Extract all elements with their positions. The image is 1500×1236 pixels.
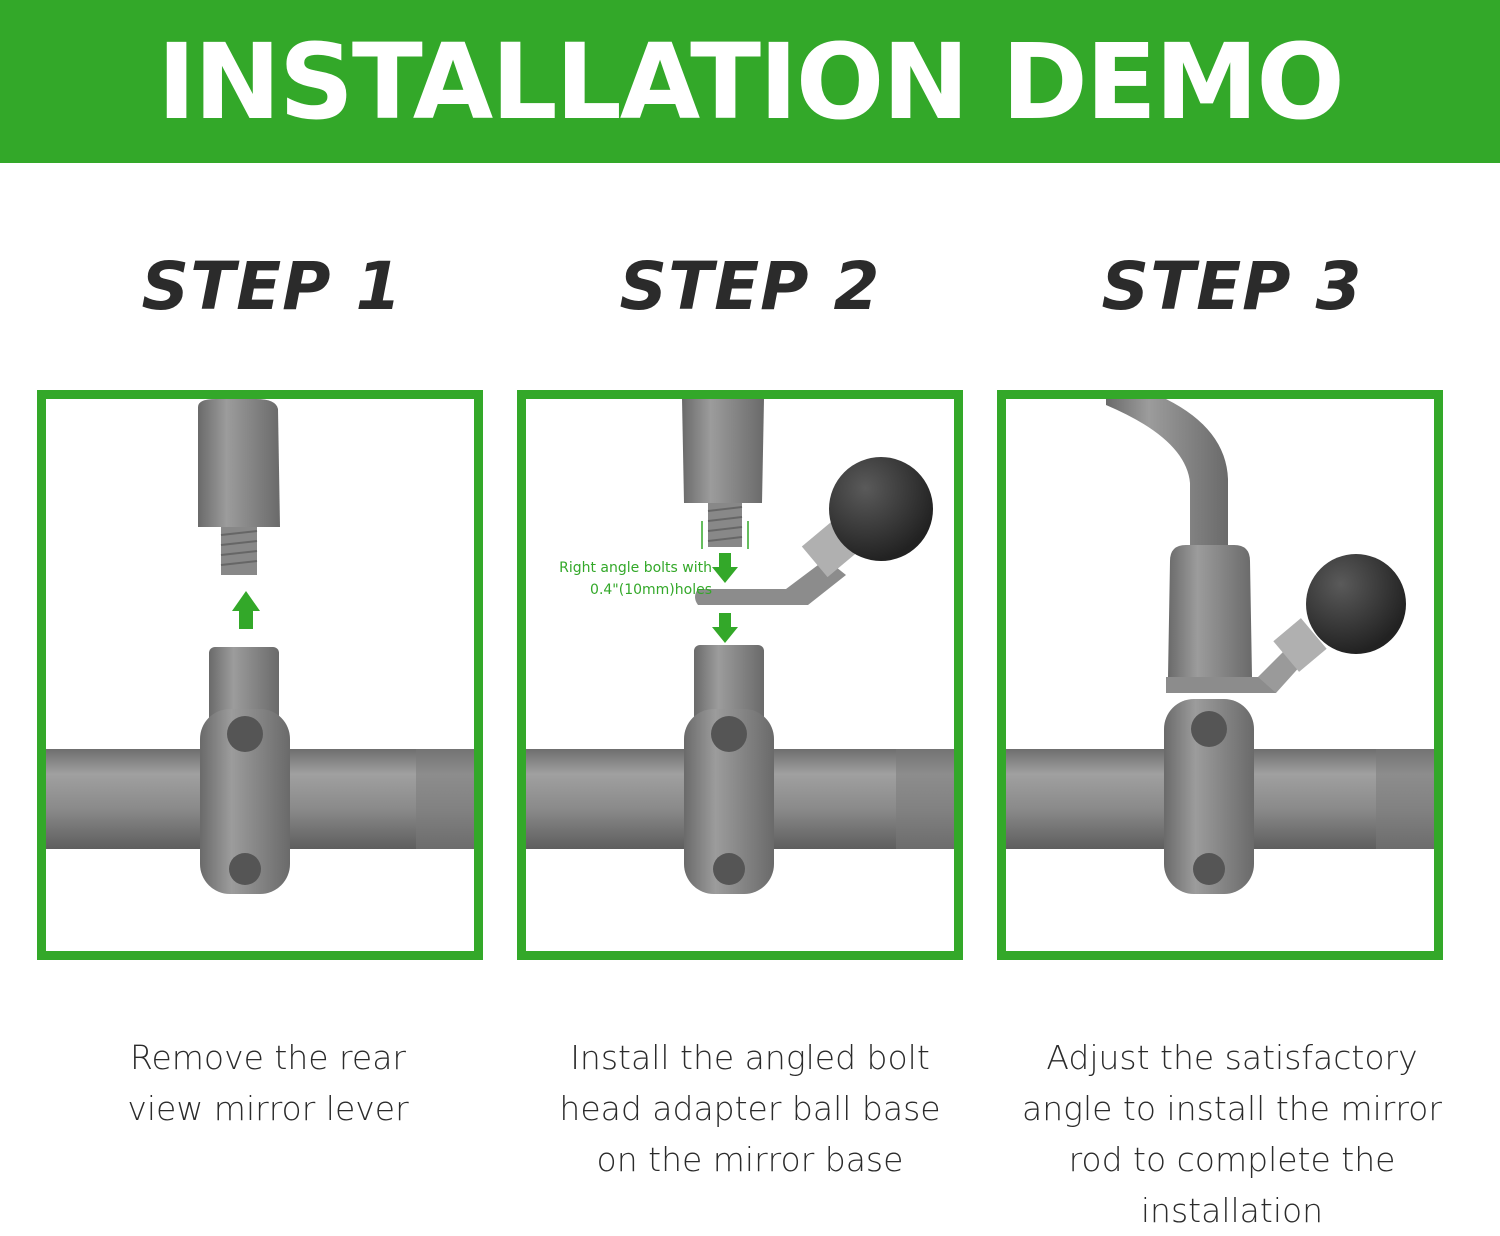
- mirror-lever: [198, 399, 280, 527]
- step-3-caption-line: angle to install the mirror: [1022, 1089, 1442, 1128]
- mirror-rod: [1106, 399, 1228, 559]
- clamp-body: [200, 709, 290, 894]
- step-3-caption-line: Adjust the satisfactory: [1046, 1038, 1418, 1077]
- mirror-lever: [682, 399, 764, 503]
- step-2-caption-line: Install the angled bolt: [570, 1038, 930, 1077]
- step-2-title: STEP 2: [619, 248, 881, 325]
- step-3-caption: Adjust the satisfactory angle to install…: [992, 1032, 1472, 1236]
- step-2-diagram: [526, 399, 954, 894]
- step-1-illustration: [37, 390, 483, 960]
- bolt-spec-line-2: 0.4"(10mm)holes: [590, 582, 712, 598]
- step-1-caption: Remove the rear view mirror lever: [28, 1032, 508, 1134]
- page-title: INSTALLATION DEMO: [157, 20, 1345, 143]
- step-2-caption-line: head adapter ball base: [559, 1089, 941, 1128]
- angled-adapter: [1166, 677, 1276, 693]
- step-1-caption-line: view mirror lever: [127, 1089, 409, 1128]
- step-3-caption-line: rod to complete the: [1068, 1140, 1396, 1179]
- step-3-diagram: [1006, 399, 1434, 894]
- clamp-screw-top: [711, 716, 747, 752]
- arrow-down-icon: [712, 553, 738, 583]
- mirror-lever: [1168, 545, 1252, 677]
- step-3-illustration: [997, 390, 1443, 960]
- step-2-caption-line: on the mirror base: [596, 1140, 904, 1179]
- step-1-title: STEP 1: [141, 248, 403, 325]
- step-3-caption-line: installation: [1140, 1191, 1324, 1230]
- step-2-caption: Install the angled bolt head adapter bal…: [510, 1032, 990, 1185]
- clamp-screw-top: [1191, 711, 1227, 747]
- rubber-ball: [829, 457, 933, 561]
- clamp-body: [684, 709, 774, 894]
- angled-adapter: [695, 559, 846, 605]
- bolt-spec-note: Right angle bolts with 0.4"(10mm)holes: [532, 557, 712, 601]
- clamp-screw-top: [227, 716, 263, 752]
- arrow-up-icon: [232, 591, 260, 629]
- header-banner: INSTALLATION DEMO: [0, 0, 1500, 163]
- step-1-diagram: [46, 399, 474, 894]
- clamp-body: [1164, 699, 1254, 894]
- clamp-screw-bottom: [713, 853, 745, 885]
- step-1-caption-line: Remove the rear: [130, 1038, 406, 1077]
- rubber-ball: [1306, 554, 1406, 654]
- clamp-screw-bottom: [229, 853, 261, 885]
- bolt-spec-line-1: Right angle bolts with: [559, 560, 712, 576]
- clamp-screw-bottom: [1193, 853, 1225, 885]
- arrow-down-icon-2: [712, 613, 738, 643]
- step-2-illustration: Right angle bolts with 0.4"(10mm)holes: [517, 390, 963, 960]
- step-3-title: STEP 3: [1101, 248, 1363, 325]
- adapter-stem: [1273, 618, 1327, 672]
